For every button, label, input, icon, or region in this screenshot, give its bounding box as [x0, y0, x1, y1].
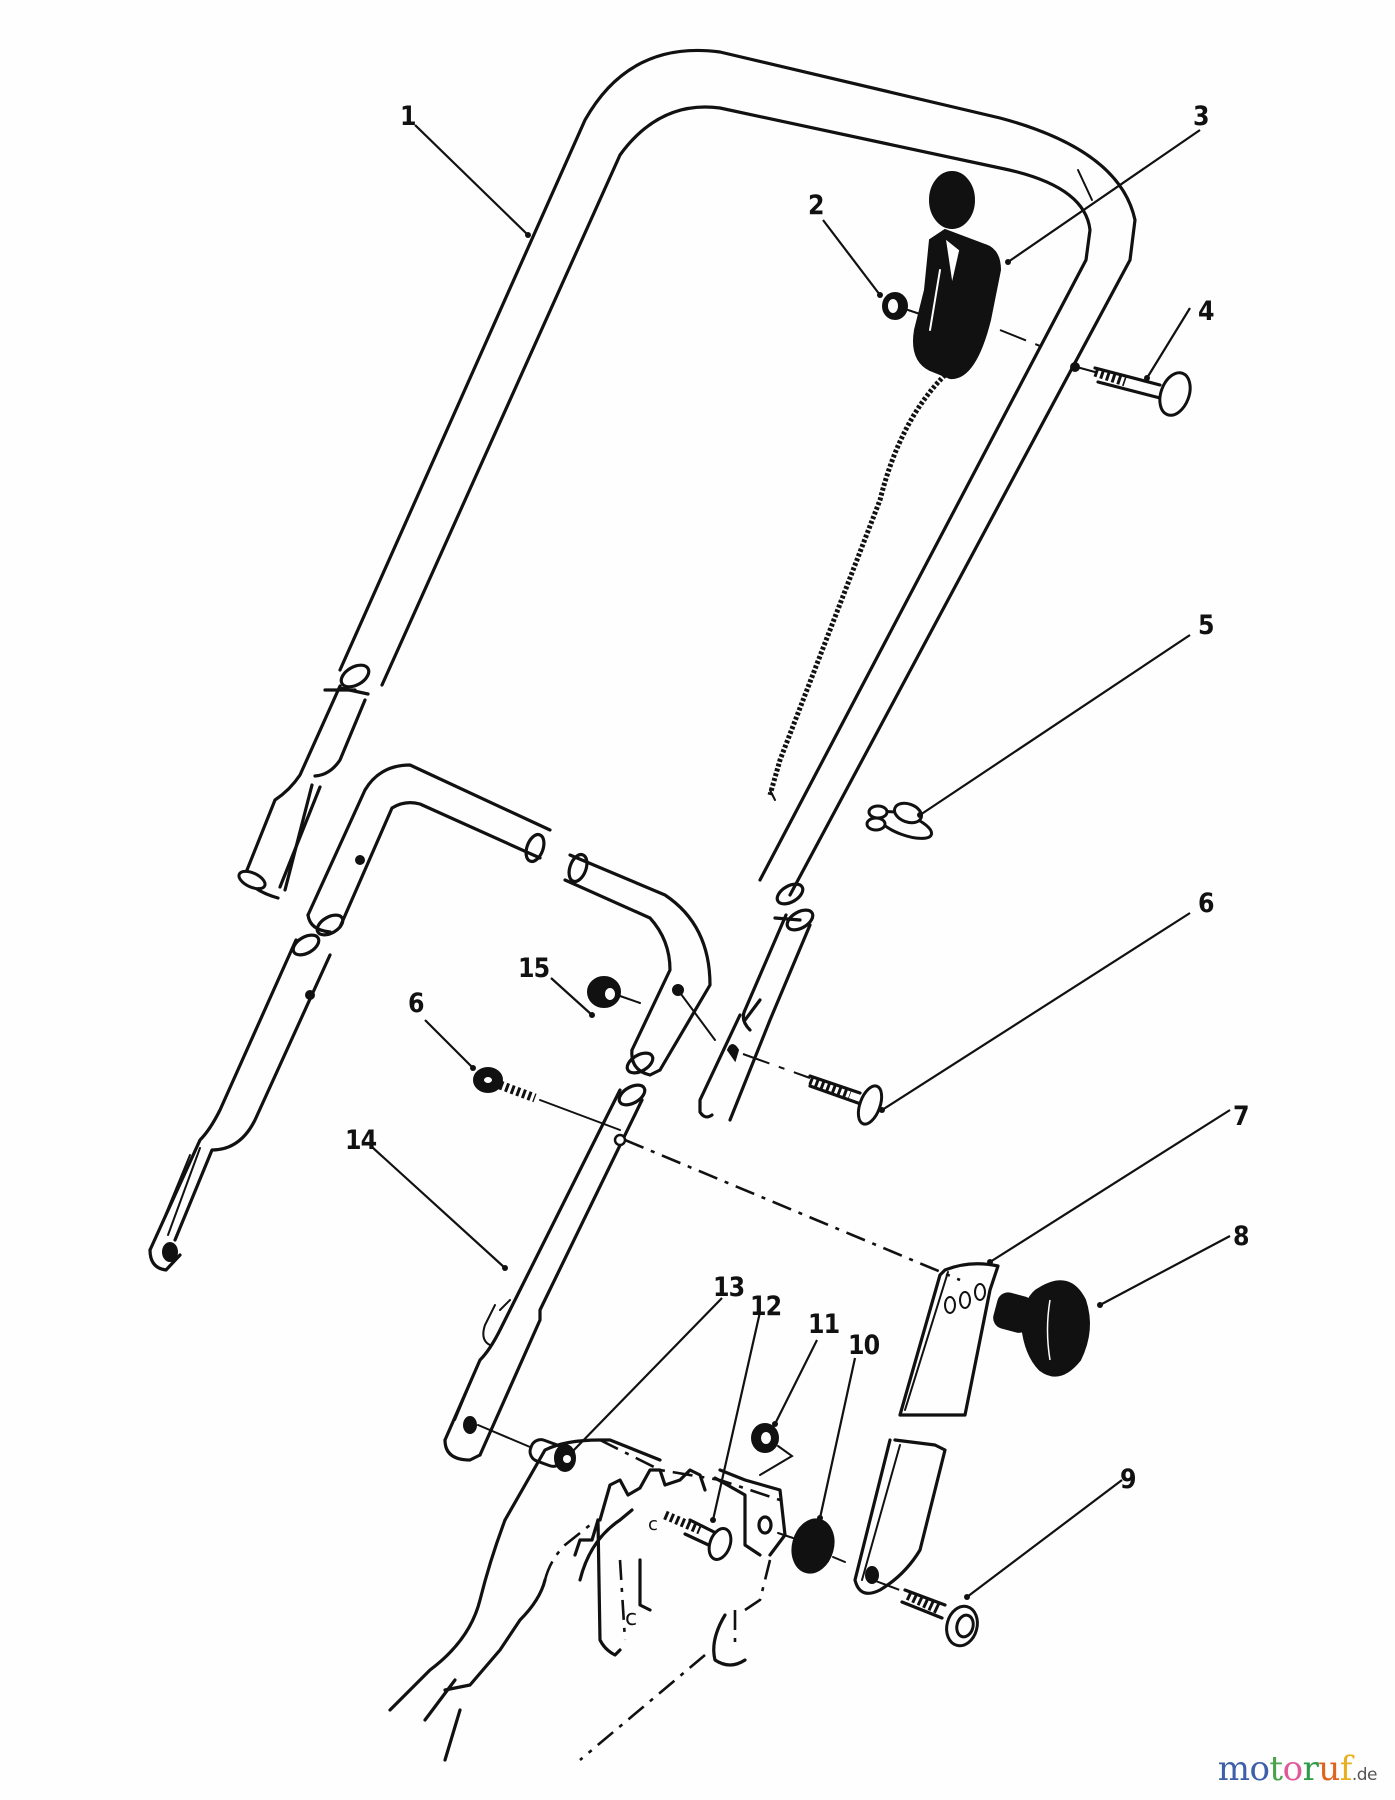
svg-text:c: c — [625, 1606, 637, 1631]
callout-6-right: 6 — [1198, 888, 1215, 919]
callout-5: 5 — [1198, 610, 1215, 641]
upper-handle-part — [237, 48, 1137, 1122]
callout-6-left: 6 — [408, 988, 425, 1019]
watermark-letter: o — [1282, 1749, 1303, 1789]
spacer-part-10 — [777, 1518, 846, 1574]
mower-deck-phantom: c c — [388, 1438, 787, 1762]
carriage-bolt-part-6-left — [473, 1067, 961, 1282]
watermark-letter: m — [1217, 1749, 1250, 1789]
callout-8: 8 — [1233, 1221, 1250, 1252]
callout-9: 9 — [1120, 1464, 1137, 1495]
lock-nut-part-11 — [751, 1423, 794, 1476]
watermark-letter: o — [1249, 1749, 1270, 1789]
callout-7: 7 — [1233, 1101, 1250, 1132]
handle-knob-part-8 — [993, 1280, 1090, 1377]
callout-2: 2 — [808, 190, 825, 221]
watermark-letter: t — [1269, 1749, 1283, 1789]
alignment-line-15 — [677, 989, 716, 1041]
callout-4: 4 — [1198, 296, 1215, 327]
bushing-part-15 — [587, 976, 641, 1008]
callout-3: 3 — [1193, 101, 1210, 132]
watermark-letter: f — [1339, 1749, 1353, 1789]
watermark-letter: u — [1318, 1749, 1340, 1789]
nut-part-2 — [882, 292, 921, 320]
callout-1: 1 — [400, 101, 417, 132]
bolt-part-12 — [663, 1510, 733, 1561]
cable-clip-part-5 — [865, 801, 934, 840]
callout-15: 15 — [518, 953, 550, 984]
shoulder-bolt-part-13 — [477, 1424, 576, 1472]
watermark-tld: .de — [1351, 1765, 1378, 1785]
carriage-bolt-part-6-right — [726, 1044, 884, 1126]
svg-text:c: c — [648, 1514, 658, 1535]
leader-lines — [371, 124, 1231, 1600]
motoruf-watermark: motoruf.de — [1217, 1749, 1378, 1789]
hex-bolt-part-9 — [872, 1579, 979, 1648]
carriage-bolt-part-4 — [1070, 362, 1192, 417]
throttle-control-part — [767, 171, 1051, 801]
handle-bracket-part-7 — [853, 1262, 1000, 1595]
callout-11: 11 — [808, 1309, 840, 1340]
callout-13: 13 — [713, 1272, 745, 1303]
lower-handle-part — [148, 763, 712, 1462]
callout-10: 10 — [848, 1330, 880, 1361]
callout-12: 12 — [750, 1291, 782, 1322]
watermark-letter: r — [1302, 1749, 1319, 1789]
callout-14: 14 — [345, 1125, 377, 1156]
